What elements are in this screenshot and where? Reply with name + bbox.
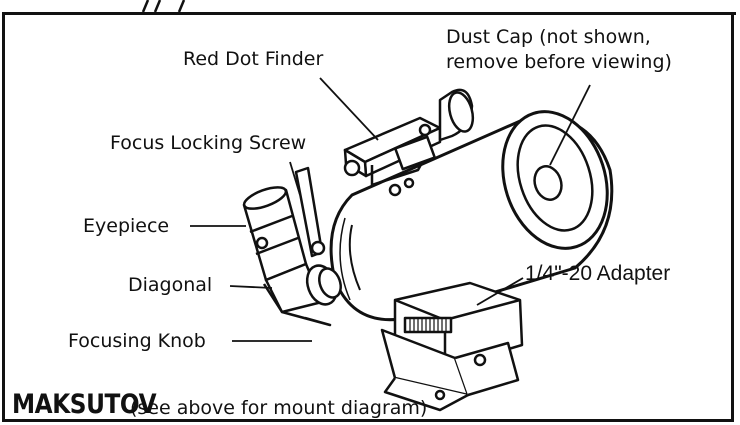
label-dust-cap-line2: remove before viewing) [446,51,672,73]
label-adapter: 1/4"-20 Adapter [525,262,671,285]
label-focus-locking-screw: Focus Locking Screw [110,132,307,154]
label-eyepiece: Eyepiece [83,215,170,237]
diagonal-eyepiece [242,166,342,327]
label-red-dot-finder: Red Dot Finder [183,48,324,70]
label-dust-cap-line1: Dust Cap (not shown, [446,26,651,48]
front-cell [501,110,609,250]
top-slash-marks [141,0,186,13]
label-diagonal: Diagonal [128,274,213,296]
leader-adapter [476,277,524,306]
red-dot-finder [343,88,475,197]
mount-adapter [380,281,524,412]
leader-lines [190,77,591,342]
frame-top-line [2,12,736,15]
label-focusing-knob: Focusing Knob [68,330,206,352]
leader-dust-cap [549,84,591,166]
diagram-frame [2,12,734,422]
caption-note: (see above for mount diagram) [130,397,428,419]
leader-diagonal [229,285,273,289]
leader-red-dot-finder [319,77,379,141]
caption-model: MAKSUTOV [12,389,157,420]
leader-focus-locking-screw [289,161,301,196]
